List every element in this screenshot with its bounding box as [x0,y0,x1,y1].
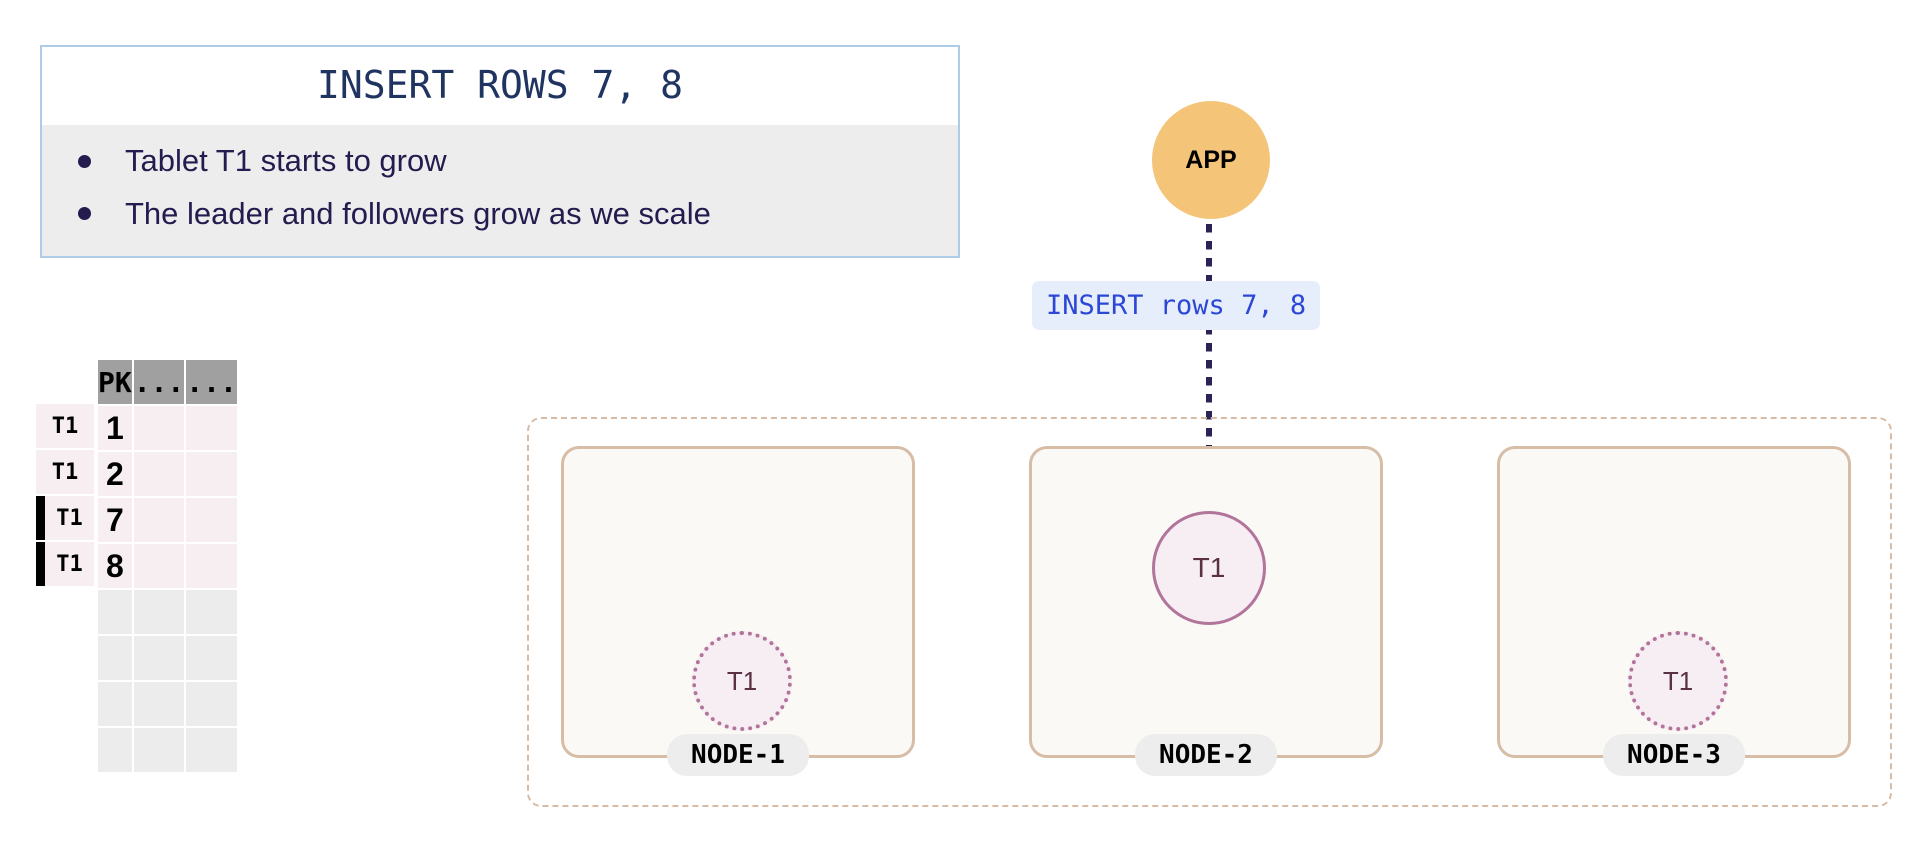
note-bullet-text: Tablet T1 starts to grow [125,143,447,178]
row-tag-3: T1 [36,496,94,540]
insert-note-callout: INSERT ROWS 7, 8 Tablet T1 starts to gro… [40,45,960,258]
node-2-label: NODE-2 [1135,734,1277,776]
row-tag-label: T1 [56,551,83,577]
note-bullet-text: The leader and followers grow as we scal… [125,195,711,231]
list-item: Tablet T1 starts to grow [42,135,958,188]
table-row: 1 [98,406,237,450]
cell-pk [98,682,132,726]
cell-col3 [186,590,237,634]
tablet-label: T1 [1662,665,1694,696]
cell-col3 [186,728,237,772]
row-tag-label: T1 [51,413,79,439]
table-row [98,682,237,726]
table-row [98,590,237,634]
column-header-pk: PK [98,360,132,404]
cell-pk: 8 [98,544,132,588]
node-3: T1 NODE-3 [1497,446,1851,776]
cell-pk [98,590,132,634]
cell-col2 [133,544,185,588]
node-1: T1 NODE-1 [561,446,915,776]
tablet-t1-follower-node-1: T1 [692,631,792,731]
cell-pk: 7 [98,498,132,542]
cell-pk: 2 [98,452,132,496]
note-title: INSERT ROWS 7, 8 [42,47,958,125]
table-row [98,636,237,680]
cell-col3 [186,406,237,450]
node-1-label: NODE-1 [667,734,809,776]
insert-message-label: INSERT rows 7, 8 [1032,281,1321,330]
app-label: APP [1185,145,1237,174]
row-tag-4: T1 [36,542,94,586]
column-header-col3: ... [186,360,237,404]
table-row: 8 [98,544,237,588]
row-tag-label: T1 [56,505,83,531]
list-item: The leader and followers grow as we scal… [42,188,958,241]
cell-col2 [133,406,185,450]
note-bullet-list: Tablet T1 starts to grow The leader and … [42,125,958,256]
table-row [98,728,237,772]
app-node: APP [1152,101,1270,219]
row-tag-1: T1 [36,404,94,448]
cell-col2 [133,452,185,496]
row-tag-label: T1 [51,459,79,485]
cell-col2 [133,498,185,542]
cell-pk [98,636,132,680]
table-header-row: PK ... ... [98,360,237,404]
cell-pk [98,728,132,772]
cell-col3 [186,544,237,588]
node-3-label: NODE-3 [1603,734,1745,776]
column-header-col2: ... [133,360,185,404]
cell-col3 [186,682,237,726]
cell-col2 [133,728,185,772]
cell-col3 [186,498,237,542]
row-tag-2: T1 [36,450,94,494]
bullet-dot-icon [78,154,91,168]
tablet-label: T1 [726,665,758,696]
node-2: T1 NODE-2 [1029,446,1383,776]
cell-col2 [133,636,185,680]
cluster-container: T1 NODE-1 T1 NODE-2 T1 NODE-3 [527,417,1892,807]
tablet-label: T1 [1192,552,1226,583]
table-row: 7 [98,498,237,542]
data-table: PK ... ... 1 2 7 8 [96,358,239,774]
cell-pk: 1 [98,406,132,450]
cell-col3 [186,452,237,496]
table-row: 2 [98,452,237,496]
tablet-t1-leader-node-2: T1 [1152,511,1266,625]
cell-col2 [133,590,185,634]
cell-col3 [186,636,237,680]
bullet-dot-icon [78,207,91,221]
insert-flow-dotted-line [1206,219,1212,518]
tablet-t1-follower-node-3: T1 [1628,631,1728,731]
cell-col2 [133,682,185,726]
